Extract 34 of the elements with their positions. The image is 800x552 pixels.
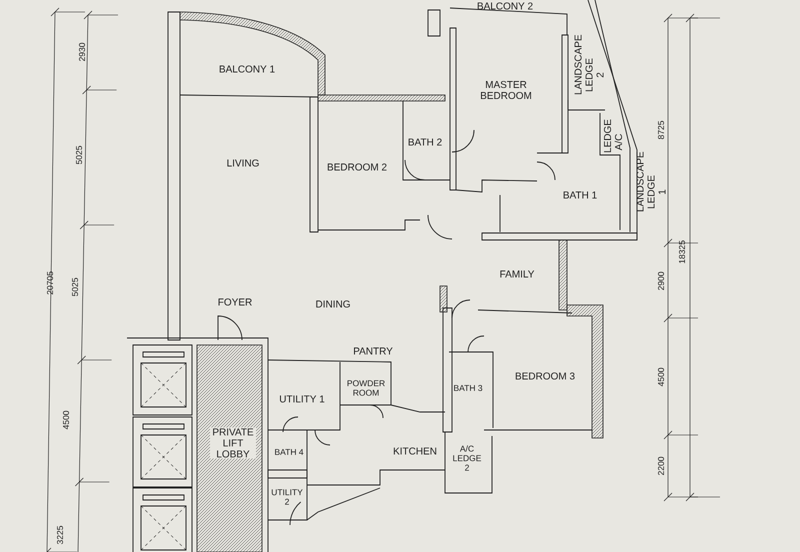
room-label: BEDROOM 3 (516, 372, 575, 380)
dimension-text: 4500 (63, 410, 69, 430)
dimension-text: 2930 (79, 42, 85, 62)
room-label: POWDER ROOM (348, 380, 385, 396)
dimension-text: 20705 (47, 272, 53, 294)
room-label: MASTER BEDROOM (480, 80, 532, 100)
dimension-text: 4500 (658, 368, 664, 386)
dimension-text: 5025 (76, 146, 82, 164)
dimension-text: 2900 (658, 272, 664, 290)
room-label: A/C LEDGE 2 (453, 445, 482, 471)
room-label: BATH 2 (408, 138, 442, 146)
room-label: BALCONY 2 (478, 2, 533, 10)
dimension-text: 8725 (658, 120, 664, 140)
dimension-text: 18325 (679, 240, 686, 264)
room-label: PANTRY (354, 348, 393, 354)
room-label: LIVING (227, 159, 259, 167)
room-label: BATH 1 (564, 192, 597, 198)
room-label: PRIVATE LIFT LOBBY (210, 428, 256, 458)
dimension-text: 2200 (658, 456, 664, 476)
room-label: FAMILY (500, 270, 534, 278)
room-label: BEDROOM 2 (328, 163, 386, 171)
dimension-text: 5025 (72, 278, 78, 296)
room-label: UTILITY 1 (280, 396, 324, 402)
room-label: BALCONY 1 (220, 65, 275, 73)
room-label: KITCHEN (394, 447, 436, 455)
room-label: UTILITY 2 (272, 489, 303, 505)
room-label: LANDSCAPE LEDGE 2 (574, 34, 604, 94)
room-label: BATH 4 (275, 449, 304, 455)
room-label: LANDSCAPE LEDGE 1 (636, 152, 666, 212)
room-label: DINING (316, 300, 350, 308)
room-label: FOYER (218, 298, 252, 306)
dimension-text: 3225 (57, 526, 63, 544)
room-label: BATH 3 (454, 385, 482, 391)
room-label: LEDGE A/C (604, 120, 622, 152)
